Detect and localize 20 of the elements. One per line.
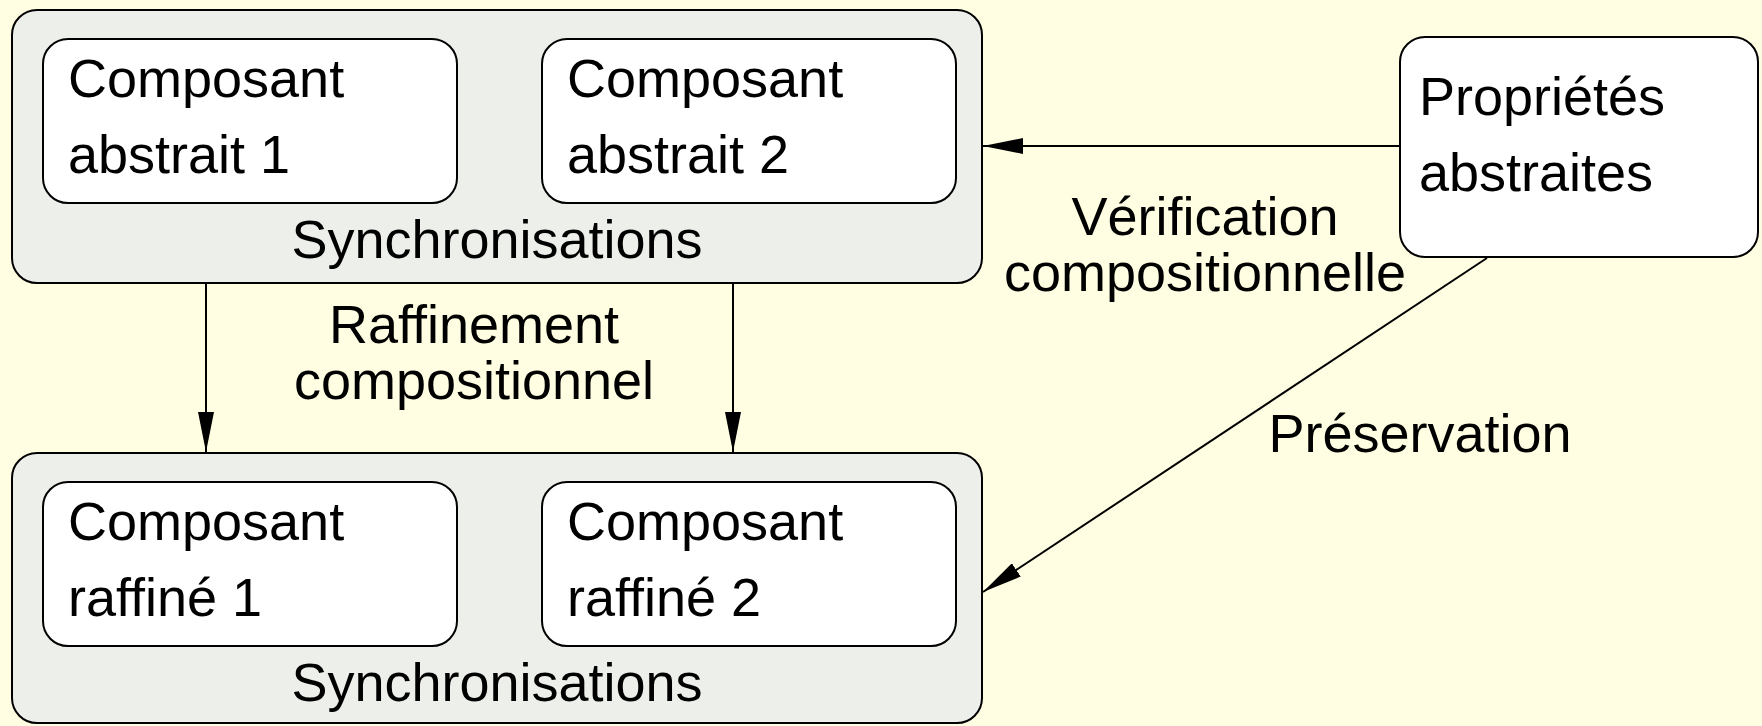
arrow: [198, 283, 214, 453]
synchronisation-label: Synchronisations: [290, 651, 704, 714]
arrow: [725, 283, 741, 453]
component-box: [42, 481, 458, 647]
node-label: Composant raffiné 1: [68, 490, 346, 629]
node-label: Propriétés abstraites: [1419, 65, 1667, 204]
node-label: Composant abstrait 2: [567, 47, 845, 186]
arrow: [982, 138, 1400, 154]
component-box: [541, 481, 957, 647]
edge-label: Préservation: [1267, 405, 1573, 461]
node-label: Composant raffiné 2: [567, 490, 845, 629]
node-label: Composant abstrait 1: [68, 47, 346, 186]
arrow: [982, 257, 1488, 593]
edge-label: Vérification compositionnelle: [1002, 188, 1408, 300]
composition-box: [11, 452, 983, 724]
component-box: [42, 38, 458, 204]
annotation-label: Raffinement compositionnel: [292, 296, 656, 408]
synchronisation-label: Synchronisations: [290, 208, 704, 271]
composition-box: [11, 9, 983, 284]
component-box: [541, 38, 957, 204]
